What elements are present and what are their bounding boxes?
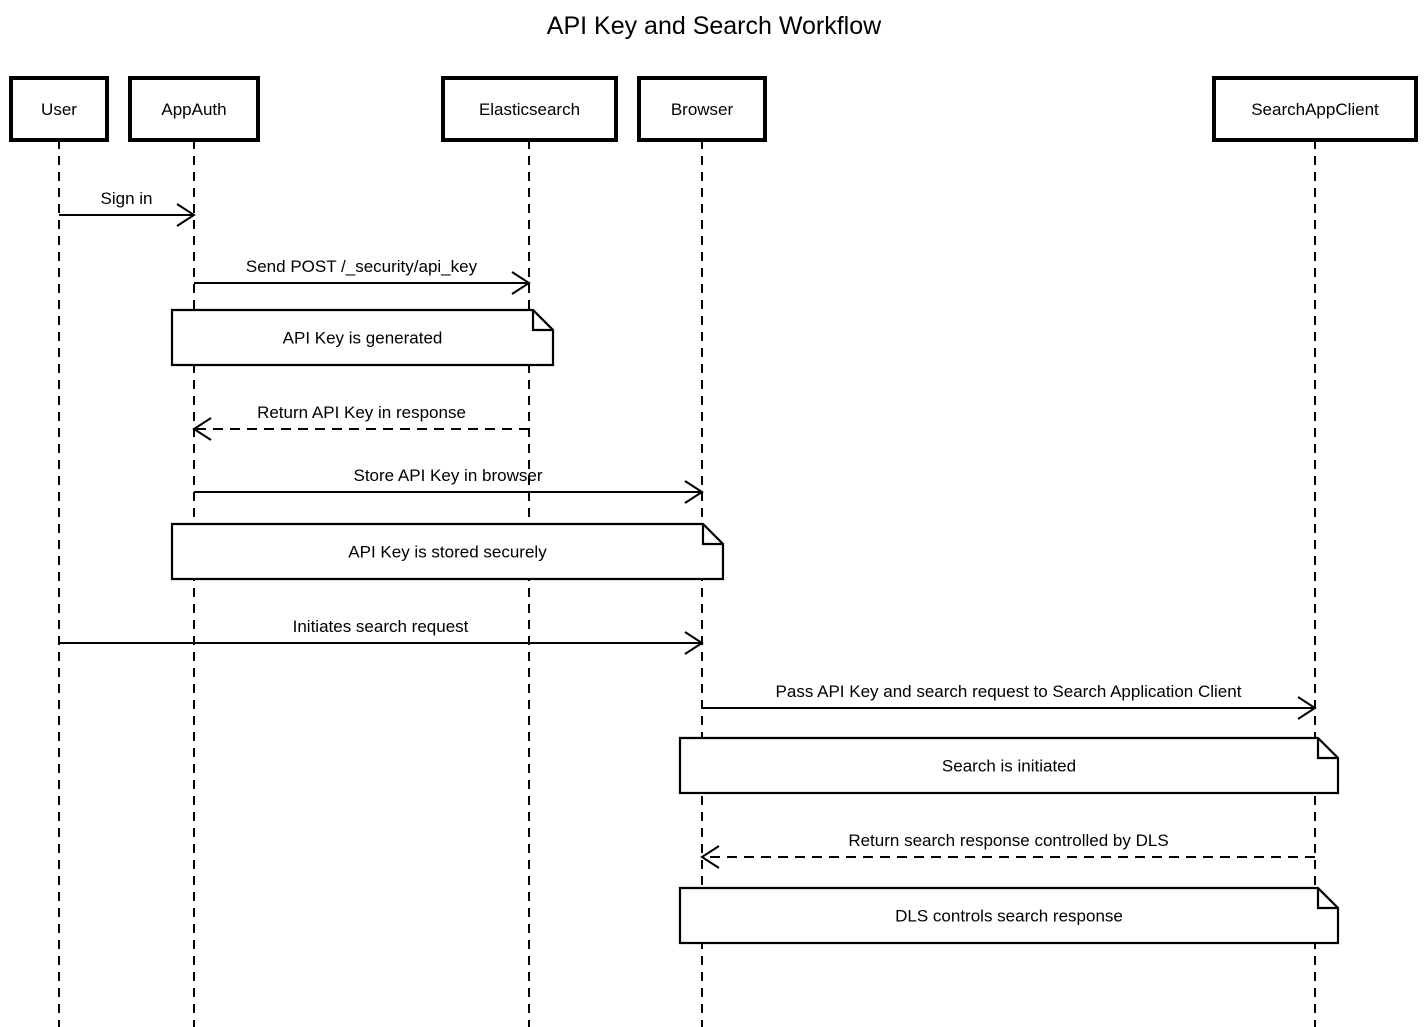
arrowhead-m3 (192, 417, 212, 441)
participant-user[interactable]: User (9, 76, 109, 142)
message-m1[interactable]: Sign in (59, 189, 196, 227)
arrowhead-m4 (684, 480, 704, 504)
note-label-n3: Search is initiated (942, 757, 1076, 776)
participant-box-user[interactable] (9, 76, 109, 142)
arrowhead-m1 (176, 203, 196, 227)
note-label-n2: API Key is stored securely (348, 543, 547, 562)
participant-searchappclient[interactable]: SearchAppClient (1212, 76, 1418, 142)
message-label-m5: Initiates search request (293, 617, 469, 636)
message-label-m1: Sign in (101, 189, 153, 208)
message-label-m4: Store API Key in browser (354, 466, 543, 485)
note-n3: Search is initiated (678, 736, 1340, 795)
participant-label-appauth: AppAuth (161, 100, 226, 119)
arrowhead-m2 (511, 271, 531, 295)
arrowhead-m5 (684, 631, 704, 655)
note-fold-n1 (531, 310, 553, 332)
lifelines-layer (58, 140, 1316, 1027)
message-m5[interactable]: Initiates search request (59, 617, 704, 655)
messages-layer: Sign in Send POST /_security/api_keyRetur… (59, 189, 1317, 869)
diagram-title: API Key and Search Workflow (547, 12, 882, 40)
note-n1: API Key is generated (170, 308, 555, 367)
message-label-m2: Send POST /_security/api_key (246, 257, 478, 276)
note-n4: DLS controls search response (678, 886, 1340, 945)
note-shape-n1 (170, 308, 555, 367)
participant-box-searchappclient[interactable] (1212, 76, 1418, 142)
participant-label-browser: Browser (671, 100, 734, 119)
participant-box-browser[interactable] (637, 76, 767, 142)
participant-elasticsearch[interactable]: Elasticsearch (441, 76, 618, 142)
message-m4[interactable]: Store API Key in browser (194, 466, 704, 504)
participant-box-appauth[interactable] (128, 76, 260, 142)
participant-label-elasticsearch: Elasticsearch (479, 100, 580, 119)
note-fold-n2 (701, 524, 723, 546)
message-label-m3: Return API Key in response (257, 403, 466, 422)
arrowhead-m6 (1297, 696, 1317, 720)
message-m3[interactable]: Return API Key in response (192, 403, 529, 441)
participant-label-searchappclient: SearchAppClient (1251, 100, 1379, 119)
participant-box-elasticsearch[interactable] (441, 76, 618, 142)
note-fold-n4 (1316, 888, 1338, 910)
note-n2: API Key is stored securely (170, 522, 725, 581)
participants-layer: User AppAuth Elasticsearch Browser SearchApp… (9, 76, 1418, 142)
participant-appauth[interactable]: AppAuth (128, 76, 260, 142)
participant-label-user: User (41, 100, 77, 119)
note-shape-n3 (678, 736, 1340, 795)
note-fold-n3 (1316, 738, 1338, 760)
message-m6[interactable]: Pass API Key and search request to Searc… (702, 682, 1317, 720)
message-m2[interactable]: Send POST /_security/api_key (194, 257, 531, 295)
note-label-n4: DLS controls search response (895, 907, 1123, 926)
participant-browser[interactable]: Browser (637, 76, 767, 142)
note-label-n1: API Key is generated (283, 329, 443, 348)
arrowhead-m7 (700, 845, 720, 869)
message-label-m7: Return search response controlled by DLS (848, 831, 1168, 850)
message-m7[interactable]: Return search response controlled by DLS (700, 831, 1315, 869)
message-label-m6: Pass API Key and search request to Searc… (776, 682, 1242, 701)
note-shape-n4 (678, 886, 1340, 945)
note-shape-n2 (170, 522, 725, 581)
